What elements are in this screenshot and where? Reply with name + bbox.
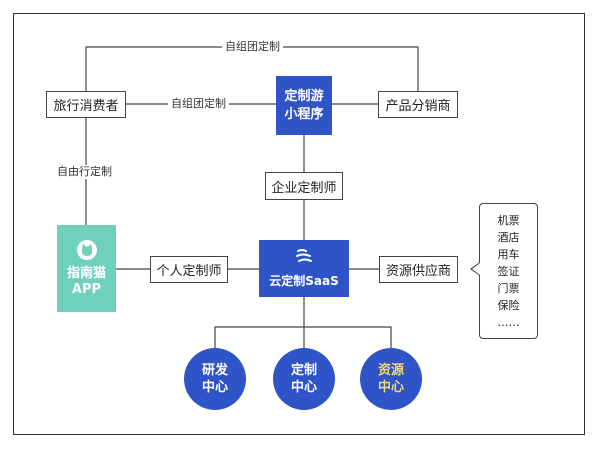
centers-branch-line <box>214 326 392 348</box>
node-personal-planner-label: 个人定制师 <box>156 264 222 279</box>
callout-tail-inner <box>472 263 480 275</box>
resource-item: 门票 <box>497 281 520 295</box>
node-resource-center-line2: 中心 <box>377 380 404 395</box>
edge-label-traveler-mini: 自组团定制 <box>168 97 229 111</box>
node-custom-center-line1: 定制 <box>290 363 317 378</box>
resource-item: 用车 <box>497 247 520 261</box>
node-app: 指南猫 APP <box>57 225 116 312</box>
edge-label-traveler-app: 自由行定制 <box>54 165 115 179</box>
resource-item: 签证 <box>497 264 520 278</box>
node-app-line1: 指南猫 <box>66 265 106 281</box>
node-mini-program-line2: 小程序 <box>284 106 324 122</box>
node-personal-planner: 个人定制师 <box>150 256 228 283</box>
cloud-wave-icon <box>294 248 314 268</box>
node-supplier: 资源供应商 <box>379 256 458 283</box>
node-custom-center: 定制 中心 <box>273 348 335 410</box>
node-supplier-label: 资源供应商 <box>385 264 451 279</box>
node-distributor-label: 产品分销商 <box>385 99 451 114</box>
resource-item: 酒店 <box>497 230 520 244</box>
node-rd-center-line1: 研发 <box>201 363 228 378</box>
node-traveler-label: 旅行消费者 <box>53 99 119 114</box>
resource-item: 机票 <box>497 213 520 227</box>
edge-label-top-loop: 自组团定制 <box>222 40 283 54</box>
cat-face-icon <box>76 239 97 260</box>
node-saas: 云定制SaaS <box>259 240 349 297</box>
node-mini-program-line1: 定制游 <box>284 88 324 104</box>
node-app-line2: APP <box>71 281 102 297</box>
resources-callout: 机票 酒店 用车 签证 门票 保险 …… <box>479 203 538 339</box>
node-rd-center: 研发 中心 <box>184 348 246 410</box>
node-enterprise-planner: 企业定制师 <box>265 172 343 200</box>
node-rd-center-line2: 中心 <box>201 380 228 395</box>
node-enterprise-planner-label: 企业定制师 <box>271 180 337 196</box>
node-saas-label: 云定制SaaS <box>269 274 339 288</box>
node-distributor: 产品分销商 <box>378 91 458 118</box>
node-traveler: 旅行消费者 <box>46 91 126 118</box>
node-resource-center-line1: 资源 <box>377 363 404 378</box>
node-mini-program: 定制游 小程序 <box>276 76 332 135</box>
resource-item: 保险 <box>497 298 520 312</box>
diagram-frame <box>13 13 585 435</box>
node-resource-center: 资源 中心 <box>360 348 422 410</box>
resource-item: …… <box>497 315 520 329</box>
node-custom-center-line2: 中心 <box>290 380 317 395</box>
